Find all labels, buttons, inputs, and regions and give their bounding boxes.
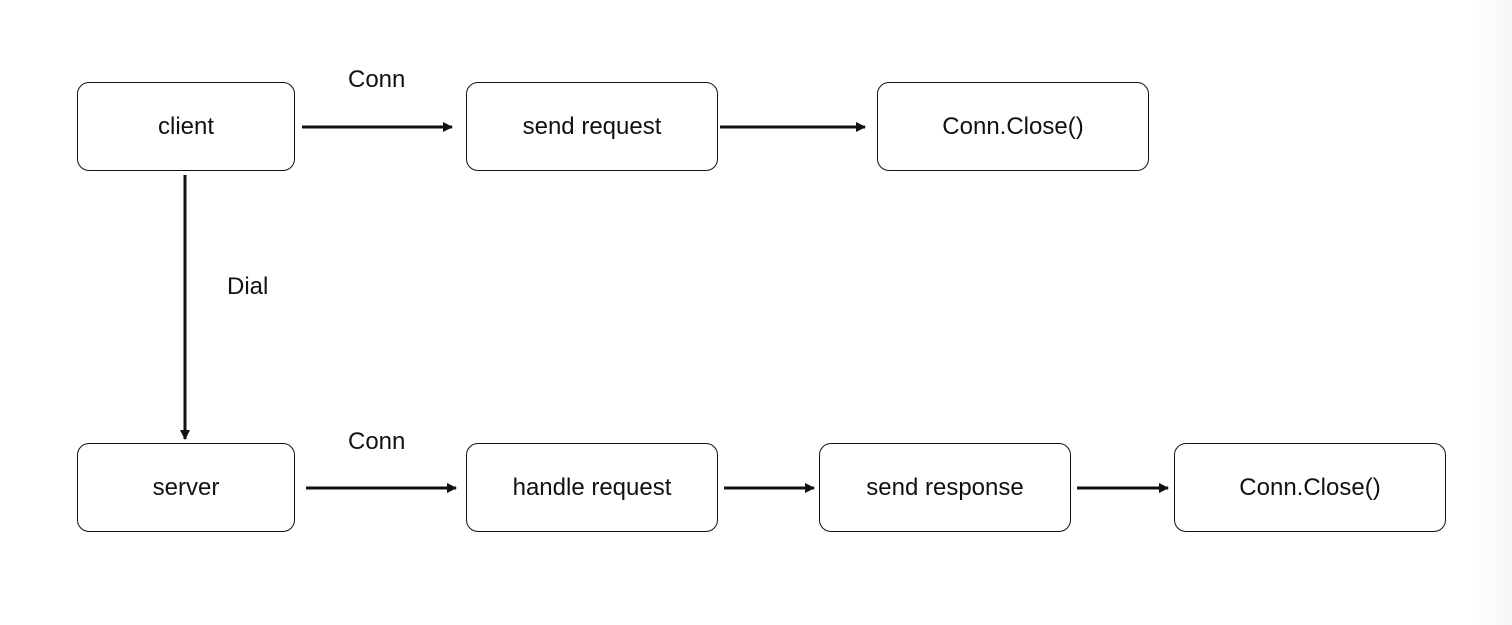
server-conn-close-node: Conn.Close()	[1174, 443, 1446, 532]
conn-label-client: Conn	[348, 66, 406, 93]
send-request-node: send request	[466, 82, 718, 171]
send-response-node-label: send response	[866, 473, 1024, 501]
client-conn-close-node: Conn.Close()	[877, 82, 1149, 171]
server-node: server	[77, 443, 295, 532]
send-response-node: send response	[819, 443, 1071, 532]
server-node-label: server	[152, 473, 220, 501]
dial-label: Dial	[227, 273, 269, 300]
client-node-label: client	[157, 112, 215, 140]
server-conn-close-node-label: Conn.Close()	[1239, 473, 1381, 501]
client-node: client	[77, 82, 295, 171]
conn-label-server: Conn	[348, 428, 406, 455]
client-conn-close-node-label: Conn.Close()	[942, 112, 1084, 140]
send-request-node-label: send request	[522, 112, 662, 140]
right-edge-shadow	[1472, 0, 1512, 625]
handle-request-node: handle request	[466, 443, 718, 532]
handle-request-node-label: handle request	[512, 473, 672, 501]
